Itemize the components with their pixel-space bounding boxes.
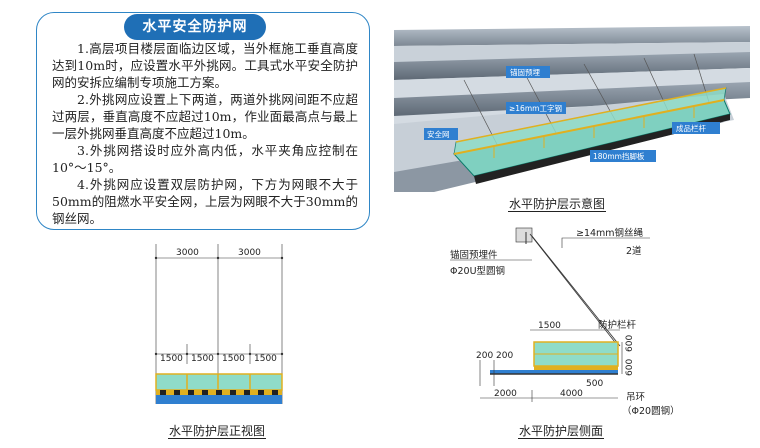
front-dim-top-1: 3000 (176, 248, 199, 258)
description-panel (36, 12, 370, 230)
guard-rail-label: 防护栏杆 (598, 319, 637, 331)
front-view-caption: 水平防护层正视图 (168, 424, 267, 439)
front-dim-bottom-1: 1500 (160, 354, 183, 364)
paragraph-4: 4.外挑网应设置双层防护网，下方为网眼不大于50mm的阻燃水平安全网，上层为网眼… (52, 177, 358, 226)
paragraph-2: 2.外挑网应设置上下两道，两道外挑网间距不应超过两层，垂直高度不应超过10m，作… (52, 92, 358, 141)
net-label: 安全网 (427, 129, 450, 139)
hook-label: 吊环 (626, 392, 645, 403)
u-bar-label: Φ20U型圆钢 (450, 265, 505, 277)
side-dim-top: 1500 (538, 321, 561, 331)
wire-rope-label: ≥14mm钢丝绳 (576, 227, 644, 239)
hook-spec-label: （Φ20圆钢） (622, 405, 680, 417)
perspective-caption: 水平防护层示意图 (508, 197, 607, 212)
side-view-caption: 水平防护层侧面 (518, 424, 605, 439)
wire-rope-count: 2道 (626, 245, 642, 257)
side-dim-bottom-b: 4000 (560, 389, 583, 399)
side-dim-bottom-a: 2000 (494, 389, 517, 399)
front-dim-top-2: 3000 (238, 248, 261, 258)
panel-title: 水平安全防护网 (124, 14, 266, 40)
side-dim-left-b: 200 (496, 351, 513, 361)
front-view-diagram: 3000 3000 1500 1500 1500 1500 (154, 244, 284, 404)
side-dim-left-a: 200 (476, 351, 493, 361)
panel-body: 1.高层项目楼层面临边区域，当外框施工垂直高度达到10m时，应设置水平外挑网。工… (52, 40, 358, 227)
front-dim-bottom-3: 1500 (222, 354, 245, 364)
side-dim-right-b: 600 (625, 359, 635, 376)
paragraph-1: 1.高层项目楼层面临边区域，当外框施工垂直高度达到10m时，应设置水平外挑网。工… (52, 41, 358, 90)
paragraph-3: 3.外挑网搭设时应外高内低，水平夹角应控制在10°～15°。 (52, 143, 358, 175)
front-dim-bottom-2: 1500 (191, 354, 214, 364)
anchor-label: 锚固预埋 (510, 67, 540, 77)
ibeam-label: ≥16mm工字钢 (509, 103, 562, 113)
perspective-diagram: 锚固预埋 ≥16mm工字钢 安全网 成品栏杆 180mm挡脚板 (394, 26, 750, 192)
footboard-label: 180mm挡脚板 (593, 151, 645, 161)
rail-label: 成品栏杆 (676, 123, 706, 133)
anchor-label-side: 锚固预埋件 (450, 249, 498, 261)
side-dim-right-a: 600 (625, 335, 635, 352)
side-view-diagram: ≥14mm钢丝绳 2道 锚固预埋件 Φ20U型圆钢 1500 防护栏杆 200 … (450, 227, 680, 417)
front-dim-bottom-4: 1500 (254, 354, 277, 364)
side-dim-small: 500 (586, 379, 603, 389)
